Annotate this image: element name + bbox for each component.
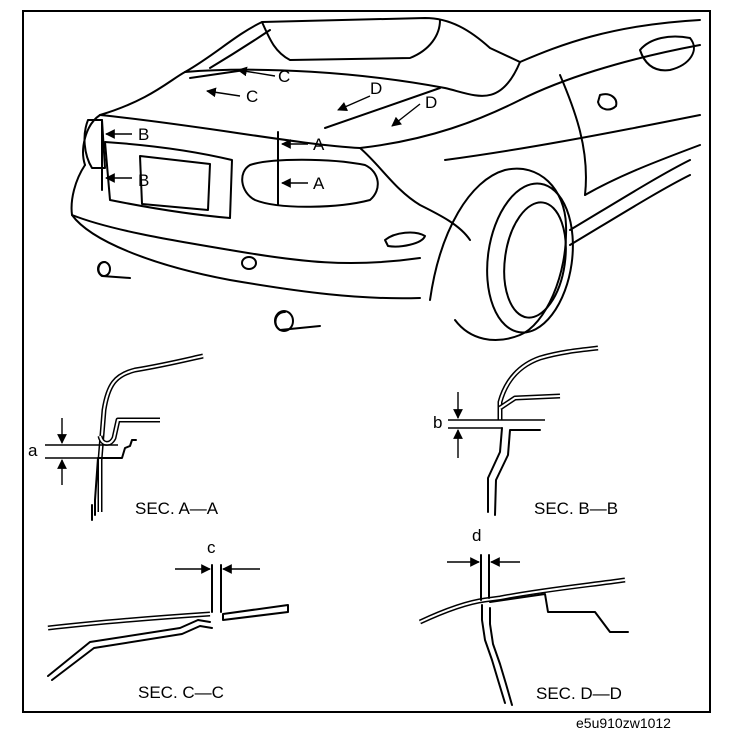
section-d-drawing (418, 554, 629, 706)
label-b-top: B (138, 125, 149, 144)
reference-code: e5u910zw1012 (576, 715, 671, 731)
section-b-drawing (448, 345, 599, 516)
label-c-bottom: C (246, 87, 258, 106)
label-a-bottom: A (313, 174, 325, 193)
dimension-a-label: a (28, 441, 38, 460)
section-cut-markers (101, 66, 441, 206)
label-c-top: C (278, 67, 290, 86)
label-b-bottom: B (138, 171, 149, 190)
section-d-title: SEC. D—D (536, 684, 622, 703)
section-a-drawing (45, 353, 204, 521)
dimension-d-label: d (472, 526, 481, 545)
label-a-top: A (313, 135, 325, 154)
section-b-title: SEC. B—B (534, 499, 618, 518)
section-c-title: SEC. C—C (138, 683, 224, 702)
label-d-top: D (370, 79, 382, 98)
dimension-c-label: c (207, 538, 216, 557)
section-c-drawing (47, 564, 289, 681)
car-rear-illustration (70, 17, 701, 341)
label-d-bottom: D (425, 93, 437, 112)
section-a-title: SEC. A—A (135, 499, 219, 518)
dimension-b-label: b (433, 413, 442, 432)
figure-border (22, 10, 711, 713)
